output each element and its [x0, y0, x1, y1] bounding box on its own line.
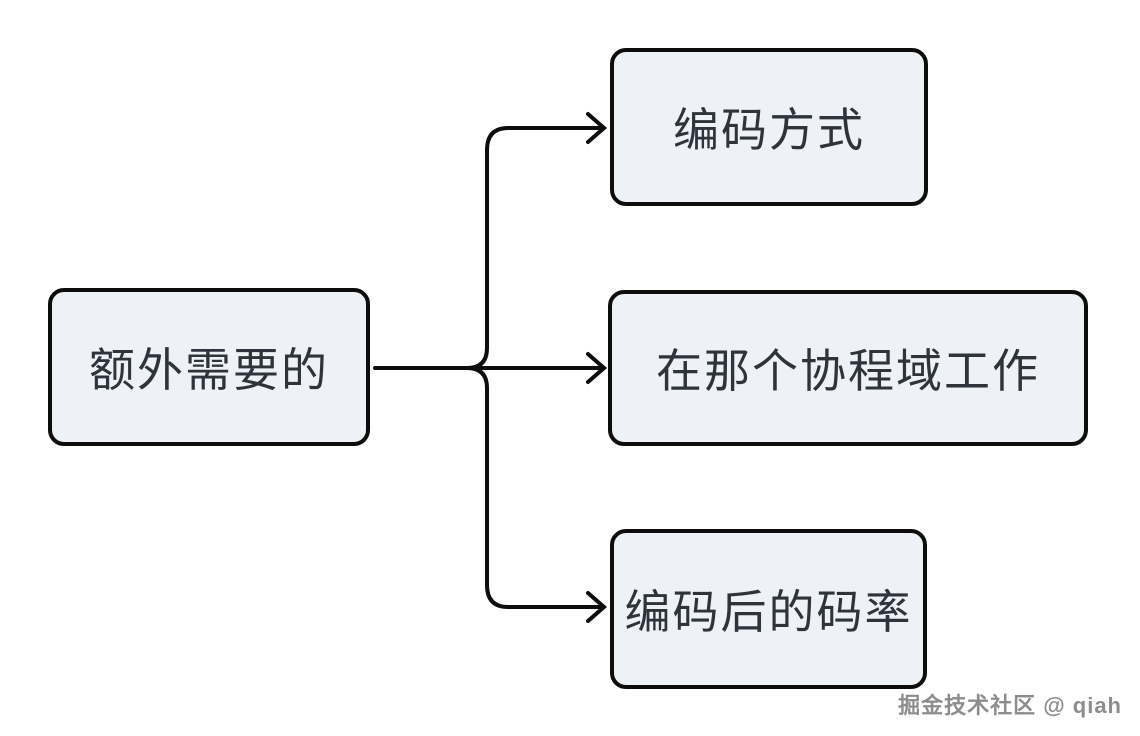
node-root-label: 额外需要的 [89, 344, 329, 396]
node-encoded-bitrate-label: 编码后的码率 [624, 586, 913, 638]
node-coroutine-domain-label: 在那个协程域工作 [656, 345, 1040, 397]
node-encoding-method-label: 编码方式 [673, 104, 865, 156]
node-encoded-bitrate: 编码后的码率 [610, 529, 927, 689]
arrowhead-middle-icon [586, 352, 608, 384]
node-root: 额外需要的 [48, 288, 370, 446]
node-encoding-method: 编码方式 [610, 48, 928, 206]
connector-root-to-top [465, 126, 601, 370]
connector-root-to-bottom [465, 366, 601, 609]
node-coroutine-domain: 在那个协程域工作 [608, 290, 1088, 446]
watermark: 掘金技术社区 @ qiah [898, 693, 1122, 718]
arrowhead-top-icon [586, 112, 608, 144]
arrowhead-bottom-icon [586, 591, 608, 623]
